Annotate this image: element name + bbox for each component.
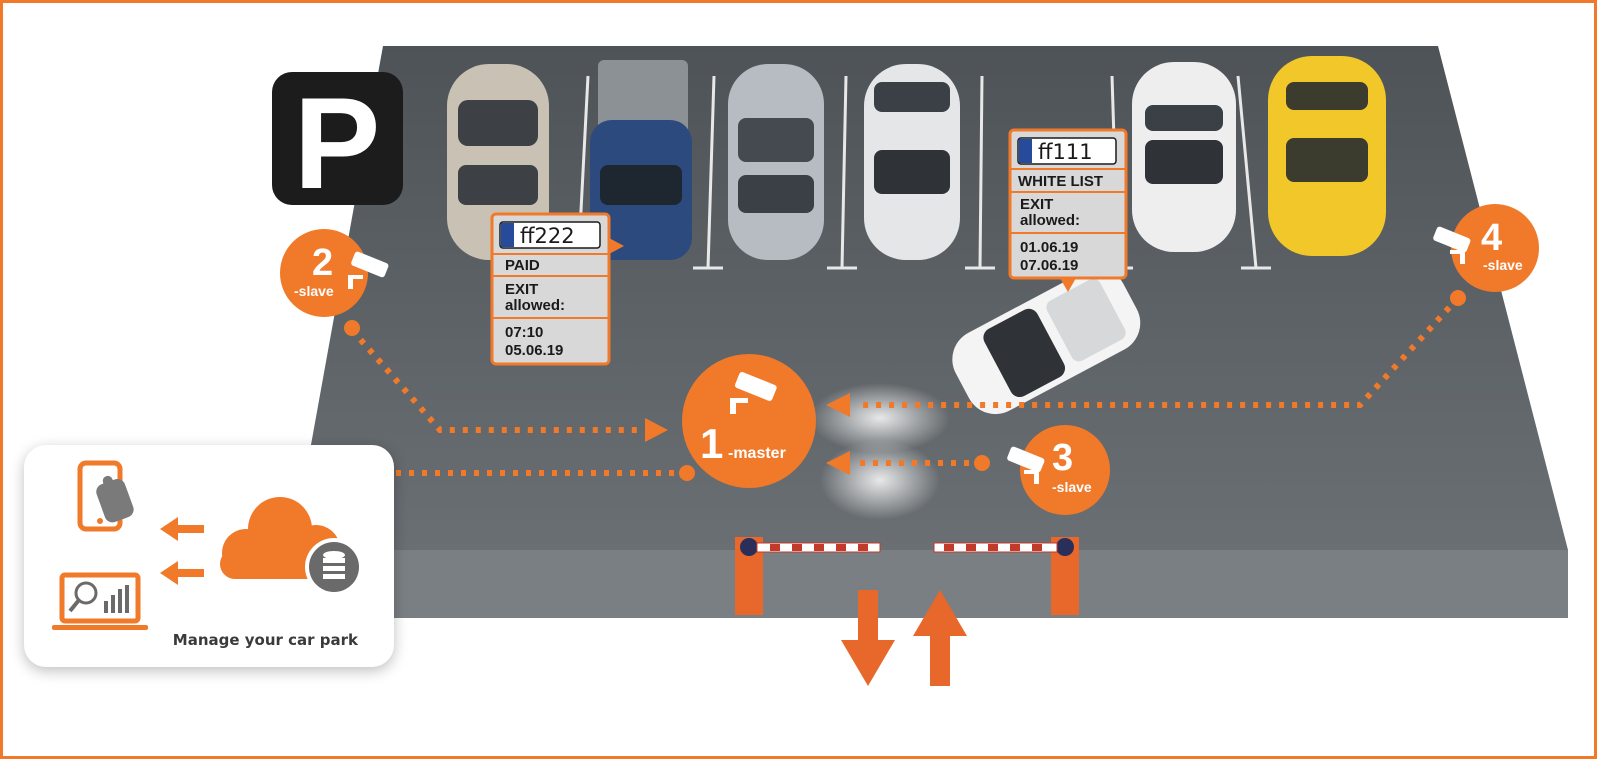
payment-status: PAID (505, 257, 540, 274)
parked-car-5 (1132, 62, 1236, 252)
license-plate (499, 221, 601, 249)
camera-slave-2: 2 -slave (280, 229, 389, 317)
barrier-left (735, 537, 881, 615)
entry-arrow-up (913, 590, 967, 686)
exit-label: EXIT (1020, 196, 1053, 213)
exit-allowed-label: allowed: (1020, 212, 1080, 229)
parking-sign (272, 72, 403, 205)
moving-car (952, 268, 1141, 415)
barrier-right (933, 537, 1079, 615)
parked-car-1 (447, 64, 549, 260)
arrow-to-phone (160, 517, 204, 541)
plate-number: ff222 (520, 224, 575, 248)
camera-slave-3-label: -slave (1052, 479, 1092, 495)
exit-arrow-down (841, 590, 895, 686)
asphalt-front-edge (383, 550, 1568, 618)
camera-icon (1433, 226, 1471, 264)
exit-allowed-label: allowed: (505, 297, 565, 314)
management-label: Manage your car park (172, 631, 358, 649)
camera-slave-4-label: -slave (1483, 257, 1523, 273)
camera-icon (1007, 446, 1045, 484)
allowed-from-date: 01.06.19 (1020, 239, 1078, 256)
camera-slave-3-number: 3 (1052, 437, 1073, 479)
plate-number: ff111 (1038, 140, 1093, 164)
camera-icon (730, 371, 777, 414)
license-plate (1017, 137, 1117, 165)
camera-master-number: 1 (700, 420, 723, 467)
database-icon (305, 538, 363, 596)
parked-car-4 (864, 64, 960, 260)
parked-car-6 (1268, 56, 1386, 256)
eu-flag-icon (501, 223, 514, 247)
eu-flag-icon (1019, 139, 1032, 163)
laptop-analytics-icon (52, 572, 148, 630)
camera-slave-3: 3 -slave (1007, 425, 1110, 515)
camera-slave-2-number: 2 (312, 242, 333, 284)
camera-slave-4: 4 -slave (1433, 204, 1539, 292)
smartphone-icon (77, 460, 134, 532)
whitelist-status: WHITE LIST (1018, 173, 1103, 190)
exit-date: 05.06.19 (505, 342, 563, 359)
camera-master: 1 -master (682, 354, 816, 488)
info-card-right: ff111 WHITE LIST EXIT allowed: 01.06.19 … (1008, 128, 1128, 292)
camera-slave-4-number: 4 (1481, 217, 1502, 259)
parked-car-3 (728, 64, 824, 260)
signal-paths (349, 295, 1461, 476)
allowed-to-date: 07.06.19 (1020, 257, 1078, 274)
arrow-to-laptop (160, 561, 204, 585)
parking-sign-letter: P (294, 70, 381, 216)
parking-lines (563, 75, 1271, 270)
exit-label: EXIT (505, 281, 538, 298)
management-panel: Manage your car park (24, 445, 394, 667)
exit-time: 07:10 (505, 324, 543, 341)
camera-master-label: -master (728, 445, 786, 462)
parked-car-2 (590, 60, 692, 260)
camera-icon (348, 251, 389, 289)
camera-slave-2-label: -slave (294, 283, 334, 299)
info-card-left: ff222 PAID EXIT allowed: 07:10 05.06.19 (490, 212, 624, 366)
